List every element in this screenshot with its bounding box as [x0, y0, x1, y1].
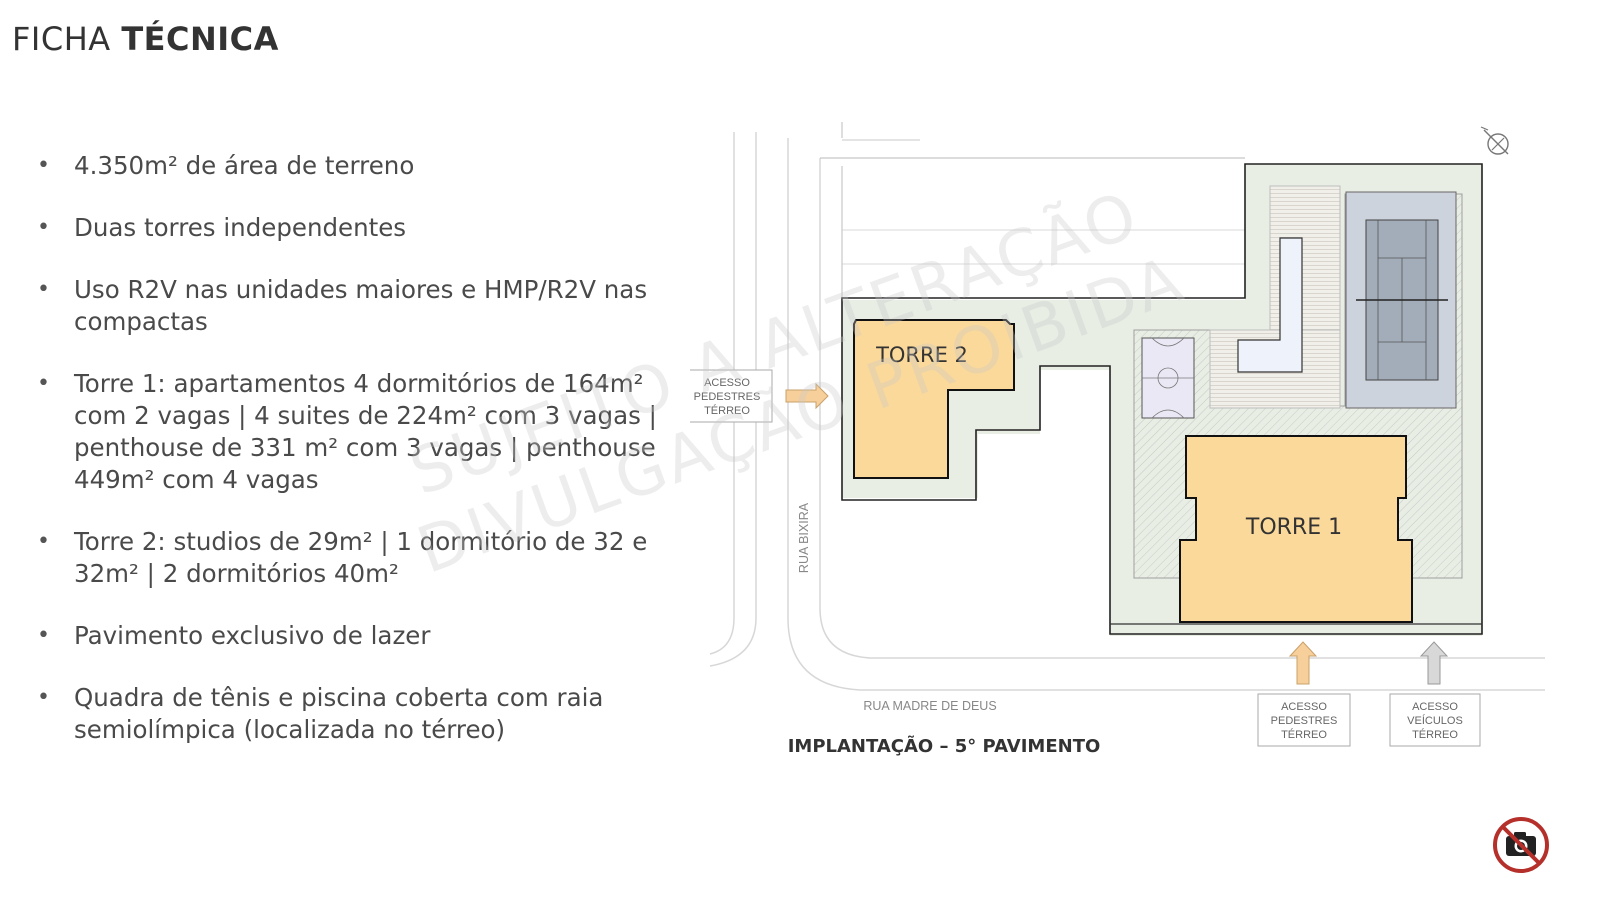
list-item: • Quadra de tênis e piscina coberta com r… — [32, 682, 682, 746]
bullet-icon: • — [37, 215, 50, 240]
access-pedestrian-arrow-icon — [1288, 641, 1318, 685]
bullet-text: 4.350m² de área de terreno — [74, 151, 415, 180]
tower-1-label: TORRE 1 — [1245, 515, 1342, 540]
street-curb-left-inner — [709, 132, 757, 667]
access-vehicles-line2: VEÍCULOS — [1407, 714, 1463, 727]
site-plan: TORRE 2 TORRE 1 ACESSO PEDESTRES TÉRREO … — [690, 122, 1545, 757]
street-curb-mid — [787, 138, 1545, 691]
tower-1-footprint — [1179, 435, 1413, 623]
north-arrow-icon — [1480, 126, 1509, 155]
access-left-line1: ACESSO — [704, 377, 750, 389]
street-curb-bottom — [819, 158, 1545, 659]
bullet-icon: • — [37, 685, 50, 710]
bullet-icon: • — [37, 153, 50, 178]
bullet-text: Uso R2V nas unidades maiores e HMP/R2V n… — [74, 275, 648, 336]
bullet-text: Torre 1: apartamentos 4 dormitórios de 1… — [74, 369, 657, 494]
access-pedestrian-box — [1257, 693, 1351, 747]
access-vehicles-line3: TÉRREO — [1412, 728, 1458, 741]
bullet-text: Quadra de tênis e piscina coberta com ra… — [74, 683, 604, 744]
bullet-icon: • — [37, 529, 50, 554]
tower-2-footprint — [853, 319, 1015, 479]
tower-2-label: TORRE 2 — [875, 343, 968, 367]
access-pedestrian-line2: PEDESTRES — [1271, 715, 1338, 727]
site-boundary — [841, 163, 1483, 635]
bullet-icon: • — [37, 623, 50, 648]
bullet-icon: • — [37, 371, 50, 396]
no-camera-icon — [1493, 817, 1549, 873]
bullet-icon: • — [37, 277, 50, 302]
access-vehicles-box — [1389, 693, 1481, 747]
street-bottom-label: RUA MADRE DE DEUS — [863, 699, 996, 713]
list-item: • Torre 2: studios de 29m² | 1 dormitório… — [32, 526, 682, 590]
list-item: • Duas torres independentes — [32, 212, 682, 244]
access-left-line2: PEDESTRES — [694, 391, 761, 403]
bullet-text: Pavimento exclusivo de lazer — [74, 621, 431, 650]
bullet-text: Duas torres independentes — [74, 213, 407, 242]
title-light: FICHA — [12, 20, 111, 58]
list-item: • Uso R2V nas unidades maiores e HMP/R2V … — [32, 274, 682, 338]
list-item: • 4.350m² de área de terreno — [32, 150, 682, 182]
bullet-text: Torre 2: studios de 29m² | 1 dormitório … — [74, 527, 648, 588]
spec-list: • 4.350m² de área de terreno • Duas torres… — [32, 150, 682, 776]
street-side-label: RUA BIXIRA — [797, 502, 811, 573]
title-bold: TÉCNICA — [121, 20, 279, 58]
access-left-line3: TÉRREO — [704, 404, 750, 417]
access-left-arrow-icon — [785, 382, 829, 410]
pool — [1237, 237, 1303, 373]
access-pedestrian-line1: ACESSO — [1281, 701, 1327, 713]
access-pedestrian-line3: TÉRREO — [1281, 728, 1327, 741]
access-vehicles-arrow-icon — [1419, 641, 1449, 685]
page-title: FICHA TÉCNICA — [12, 20, 279, 58]
street-curb-left-outer — [709, 132, 735, 655]
list-item: • Pavimento exclusivo de lazer — [32, 620, 682, 652]
list-item: • Torre 1: apartamentos 4 dormitórios de … — [32, 368, 682, 496]
plan-caption: IMPLANTAÇÃO – 5° PAVIMENTO — [788, 734, 1101, 757]
access-left-box — [690, 369, 773, 423]
access-vehicles-line1: ACESSO — [1412, 701, 1458, 713]
